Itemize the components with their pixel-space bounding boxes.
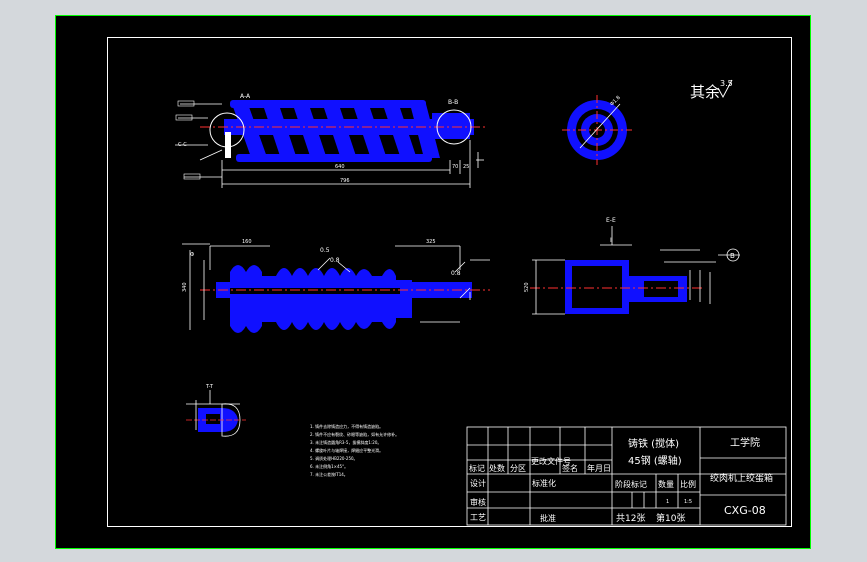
dim-shaft: 520 — [524, 282, 530, 292]
scale-value: 1:5 — [684, 499, 692, 505]
shaft-end-view: 520 E-E I B — [524, 217, 740, 315]
detail-label: T-T — [205, 384, 214, 390]
dim-r2: 25 — [463, 164, 469, 170]
scale-label: 比例 — [680, 479, 696, 489]
dim-left-small: Ф — [190, 252, 195, 258]
rev-header-doc: 更改文件号 — [531, 456, 571, 466]
school-name: 工学院 — [730, 436, 760, 449]
dim-circle: Φ1.8 — [609, 95, 622, 108]
section-c-label: C-C — [178, 142, 187, 148]
cross-section-view: Φ1.8 — [562, 95, 632, 165]
row-check: 审核 — [470, 497, 486, 507]
dim-top-right: 325 — [426, 239, 436, 245]
dim-r-a: 0.5 — [320, 247, 330, 254]
qty-label: 数量 — [658, 479, 674, 489]
drawing-number: CXG-08 — [724, 504, 766, 517]
dim-total: 796 — [340, 178, 350, 184]
screw-shaft-top-view: 640 796 70 25 A-A B-B C-C — [175, 93, 488, 188]
rev-header-zone: 分区 — [510, 464, 526, 473]
dim-mid: 640 — [335, 164, 345, 170]
small-detail-view: T-T — [186, 384, 246, 437]
marker-i: I — [610, 237, 612, 244]
auger-section-view: 160 325 340 0.5 0.8 0.8 Ф — [182, 239, 490, 333]
marker-b: B — [730, 252, 735, 260]
dim-top-left: 160 — [242, 239, 252, 245]
rev-header-mark: 标记 — [469, 463, 485, 473]
section-e-label: E-E — [606, 217, 616, 224]
note-7: 7. 未注公差按IT14。 — [310, 471, 348, 477]
rev-header-date: 年月日 — [587, 463, 611, 473]
rev-header-sign: 签名 — [562, 463, 578, 473]
section-a-label: A-A — [240, 93, 251, 100]
note-4: 4. 螺旋叶片与轴焊接，焊缝应平整光滑。 — [310, 447, 383, 453]
technical-notes: 1. 铸件去除铸造应力，不得有铸造缺陷。 2. 铸件不应有裂纹、砂眼等缺陷，如有… — [310, 423, 399, 477]
dim-r-c: 0.8 — [451, 270, 461, 277]
row-approve: 批准 — [540, 513, 556, 523]
row-design: 设计 — [470, 478, 486, 488]
material-1: 铸铁 (搅体) — [628, 437, 679, 450]
marker-circle — [726, 248, 740, 262]
note-1: 1. 铸件去除铸造应力，不得有铸造缺陷。 — [310, 423, 383, 429]
note-3: 3. 未注铸造圆角R3-5，拔模斜度1:20。 — [310, 439, 381, 445]
note-6: 6. 未注倒角1×45°。 — [310, 463, 348, 469]
dim-r1: 70 — [452, 164, 458, 170]
note-5: 5. 调质处理HB220-250。 — [310, 455, 358, 461]
stage-label: 阶段标记 — [615, 479, 647, 489]
row-std: 标准化 — [532, 478, 556, 488]
material-2: 45钢 (螺轴) — [628, 454, 682, 467]
qty-value: 1 — [666, 499, 669, 505]
surface-roughness-note: 其余 3.5 — [690, 79, 733, 101]
section-b-label: B-B — [448, 99, 458, 106]
surface-value: 3.5 — [720, 79, 733, 88]
sheet-count: 共12张 — [616, 513, 645, 524]
title-block — [466, 426, 787, 526]
dim-side: 340 — [182, 282, 188, 292]
note-2: 2. 铸件不应有裂纹、砂眼等缺陷，如有允许修补。 — [310, 431, 399, 437]
rev-header-count: 处数 — [489, 463, 505, 473]
drawing-frame — [107, 37, 792, 527]
dim-r-b: 0.8 — [330, 257, 340, 264]
title-block-text: 铸铁 (搅体) 45钢 (螺轴) 工学院 绞肉机上绞蛋箱 CXG-08 共12张… — [469, 436, 773, 524]
sheet-index: 第10张 — [656, 512, 685, 524]
part-name: 绞肉机上绞蛋箱 — [710, 472, 773, 484]
row-process: 工艺 — [470, 513, 486, 522]
surface-note: 其余 — [690, 83, 720, 101]
